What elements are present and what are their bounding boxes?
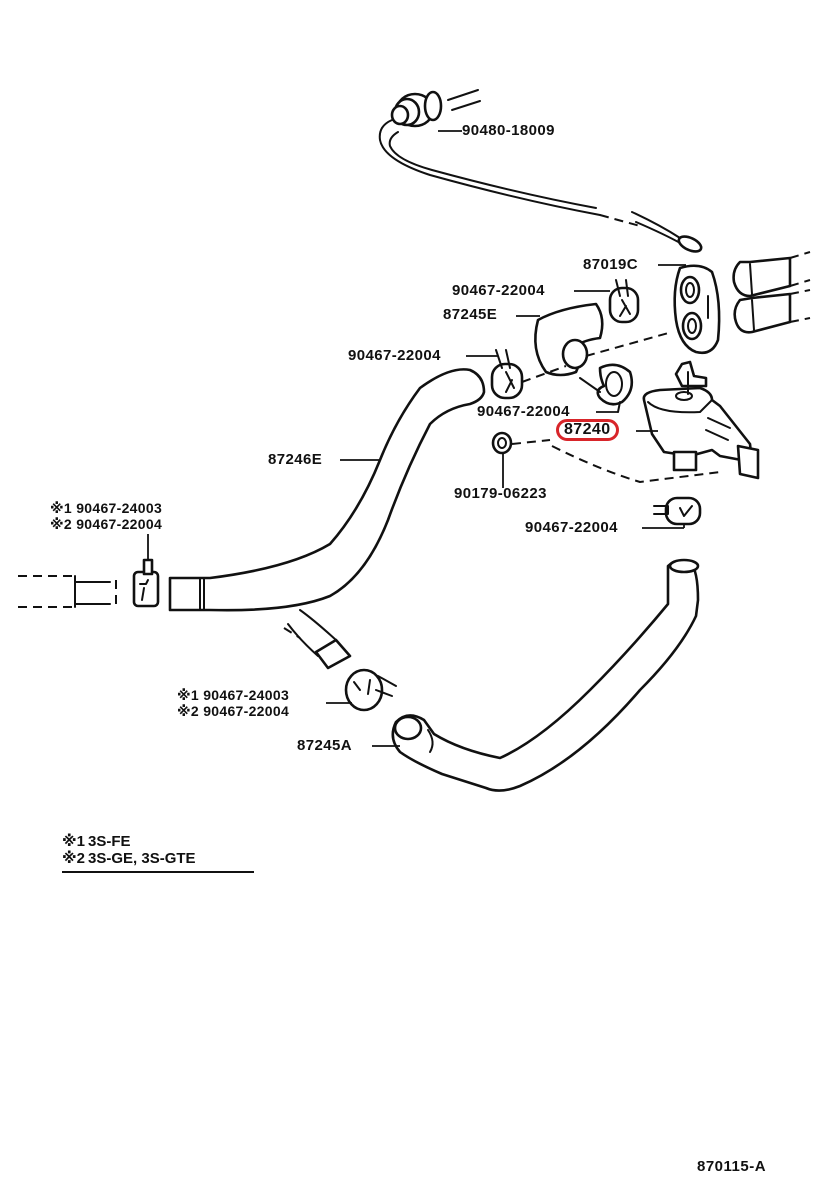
clamp-mid-left: [490, 349, 524, 400]
clamp-lower-right: [653, 496, 702, 526]
callout-clamp-lower-variant-1[interactable]: ※1 90467-24003: [177, 688, 289, 703]
callout-clamp-lower-variant-2[interactable]: ※2 90467-22004: [177, 704, 289, 719]
variant-part: 90467-22004: [203, 703, 290, 719]
variant-mark: ※1: [50, 500, 72, 516]
lower-hose: [391, 558, 700, 792]
grommet-plate: [673, 264, 721, 355]
callout-90480-18009[interactable]: 90480-18009: [462, 122, 555, 139]
clamp-top: [608, 279, 640, 324]
legend-text: 3S-FE: [88, 833, 131, 850]
assembly-line: [511, 439, 551, 445]
elbow-hose: [534, 302, 604, 377]
callout-clamp-left-variant-2[interactable]: ※2 90467-22004: [50, 517, 162, 532]
figure-id: 870115-A: [697, 1158, 767, 1175]
variant-mark: ※1: [177, 687, 199, 703]
callout-87245E[interactable]: 87245E: [443, 306, 498, 323]
assembly-line: [551, 445, 721, 484]
lower-pipe-stub: [283, 609, 352, 670]
callout-clamp-left-variant-1[interactable]: ※1 90467-24003: [50, 501, 162, 516]
left-pipe: [18, 575, 117, 608]
legend-mark: ※1: [62, 833, 85, 850]
clamp-left: [132, 558, 160, 608]
nut: [491, 431, 513, 455]
callout-87245A[interactable]: 87245A: [297, 737, 352, 754]
assembly-line: [521, 365, 567, 383]
long-hose: [168, 368, 486, 612]
cable-grommet-assembly: [378, 89, 703, 253]
water-valve: [642, 360, 760, 480]
callout-clamp-lower-right[interactable]: 90467-22004: [525, 519, 618, 536]
callout-clamp-top[interactable]: 90467-22004: [452, 282, 545, 299]
clamp-mid-right: [579, 363, 634, 406]
variant-mark: ※2: [177, 703, 199, 719]
variant-mark: ※2: [50, 516, 72, 532]
callout-87019C[interactable]: 87019C: [583, 256, 638, 273]
variant-part: 90467-24003: [203, 687, 290, 703]
callout-clamp-mid-right[interactable]: 90467-22004: [477, 403, 570, 420]
variant-part: 90467-24003: [76, 500, 163, 516]
heater-core-pipes: [732, 251, 811, 334]
callout-87240-highlighted[interactable]: 87240: [556, 419, 619, 441]
variant-part: 90467-22004: [76, 516, 163, 532]
clamp-lower: [344, 668, 397, 712]
legend-mark: ※2: [62, 850, 85, 867]
callout-90179-06223[interactable]: 90179-06223: [454, 485, 547, 502]
legend-text: 3S-GE, 3S-GTE: [88, 850, 196, 867]
callout-87246E[interactable]: 87246E: [268, 451, 323, 468]
callout-clamp-mid-left[interactable]: 90467-22004: [348, 347, 441, 364]
